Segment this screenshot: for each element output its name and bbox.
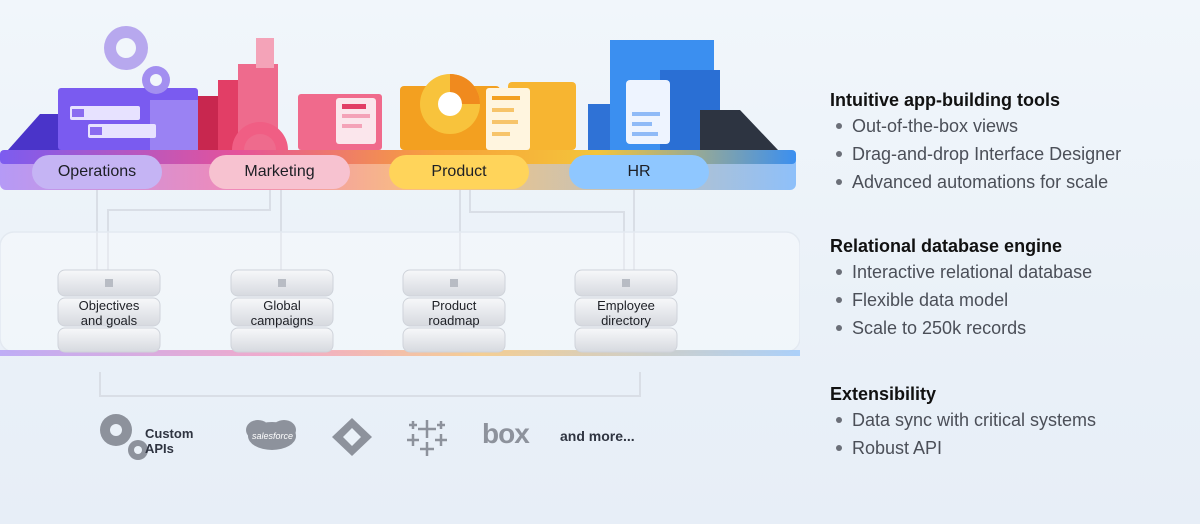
diagram-graphics <box>0 26 800 460</box>
department-label: HR <box>627 163 651 180</box>
architecture-diagram: Operations Marketing Product HR Objectiv… <box>0 26 800 460</box>
bullet-text: Out-of-the-box views <box>852 116 1019 136</box>
bullet-dot <box>836 445 842 451</box>
bullet-item: Flexible data model <box>830 286 1190 314</box>
hr-blocks <box>588 40 778 150</box>
feature-section-app-building: Intuitive app-building tools Out-of-the-… <box>830 88 1190 196</box>
database-label-directory: Employee directory <box>571 298 681 328</box>
database-label-line: campaigns <box>250 313 314 328</box>
more-integrations-label: and more... <box>560 428 635 444</box>
box-wordmark: box <box>482 418 530 449</box>
bullet-text: Interactive relational database <box>852 262 1093 282</box>
custom-apis-line: APIs <box>145 441 174 456</box>
bullet-dot <box>836 179 842 185</box>
connector-lines <box>96 190 641 397</box>
bullet-item: Robust API <box>830 434 1190 462</box>
database-label-line: Employee <box>597 298 655 313</box>
department-label: Operations <box>57 163 137 180</box>
feature-section-extensibility: Extensibility Data sync with critical sy… <box>830 382 1190 462</box>
bullet-text: Robust API <box>852 438 943 458</box>
custom-apis-line: Custom <box>145 426 194 441</box>
jira-logo <box>332 418 372 456</box>
department-label: Product <box>431 163 487 180</box>
database-label-line: and goals <box>80 313 138 328</box>
bullet-dot <box>836 417 842 423</box>
feature-list: Intuitive app-building tools Out-of-the-… <box>830 88 1190 462</box>
bullet-item: Scale to 250k records <box>830 314 1190 342</box>
database-stack-directory <box>574 269 678 353</box>
database-label-line: Product <box>431 298 477 313</box>
tableau-logo <box>407 420 447 456</box>
bullet-text: Advanced automations for scale <box>852 172 1109 192</box>
database-stack-campaigns <box>230 269 334 353</box>
database-label-roadmap: Product roadmap <box>399 298 509 328</box>
section-title: Relational database engine <box>830 236 1063 256</box>
operations-blocks <box>8 88 198 150</box>
product-blocks <box>400 74 576 150</box>
bullet-text: Flexible data model <box>852 290 1009 310</box>
department-pill-hr: HR <box>569 155 709 189</box>
database-stack-roadmap <box>402 269 506 353</box>
bullet-dot <box>836 123 842 129</box>
bullet-item: Interactive relational database <box>830 258 1190 286</box>
bullet-dot <box>836 269 842 275</box>
department-pill-marketing: Marketing <box>209 155 350 189</box>
bullet-item: Data sync with critical systems <box>830 406 1190 434</box>
salesforce-logo <box>246 420 296 450</box>
custom-apis-label: Custom APIs <box>145 426 193 456</box>
department-pill-product: Product <box>389 155 529 189</box>
section-title: Intuitive app-building tools <box>830 90 1060 110</box>
salesforce-wordmark: salesforce <box>252 431 294 441</box>
bullet-text: Data sync with critical systems <box>852 410 1097 430</box>
database-label-campaigns: Global campaigns <box>227 298 337 328</box>
bullet-dot <box>836 297 842 303</box>
database-label-line: roadmap <box>428 313 480 328</box>
bullet-text: Drag-and-drop Interface Designer <box>852 144 1122 164</box>
shelf-glow <box>0 350 800 356</box>
department-label: Marketing <box>244 163 315 180</box>
section-title: Extensibility <box>830 384 937 404</box>
bullet-item: Out-of-the-box views <box>830 112 1190 140</box>
database-label-line: directory <box>601 313 651 328</box>
bullet-dot <box>836 151 842 157</box>
gear-icon <box>104 26 170 94</box>
database-label-line: Global <box>263 298 301 313</box>
marketing-blocks <box>198 38 382 150</box>
bullet-item: Drag-and-drop Interface Designer <box>830 140 1190 168</box>
bullet-dot <box>836 325 842 331</box>
database-label-line: Objectives <box>78 298 140 313</box>
bullet-text: Scale to 250k records <box>852 318 1027 338</box>
feature-section-database: Relational database engine Interactive r… <box>830 234 1190 342</box>
bullet-item: Advanced automations for scale <box>830 168 1190 196</box>
database-label-objectives: Objectives and goals <box>54 298 164 328</box>
gears-icon <box>100 414 148 460</box>
department-pill-operations: Operations <box>32 155 162 189</box>
database-stack-objectives <box>57 269 161 353</box>
